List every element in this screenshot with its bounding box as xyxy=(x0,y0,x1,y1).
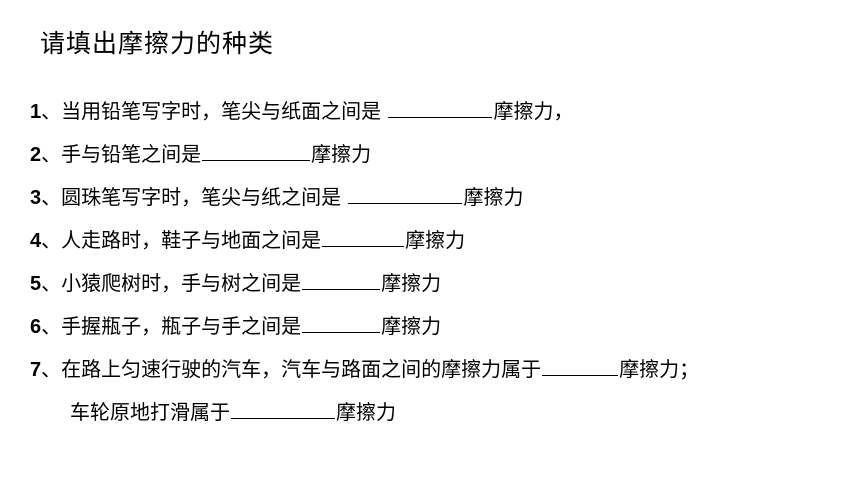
question-separator: 、 xyxy=(41,185,62,209)
question-1: 1、当用铅笔写字时，笔尖与纸面之间是 摩擦力， xyxy=(30,97,573,125)
question-number: 2 xyxy=(30,144,42,166)
question-suffix: 摩擦力 xyxy=(336,400,396,424)
question-separator: 、 xyxy=(41,271,62,295)
answer-blank[interactable] xyxy=(388,97,493,118)
question-suffix: 摩擦力 xyxy=(381,314,442,338)
question-number: 3 xyxy=(30,187,42,209)
answer-blank[interactable] xyxy=(231,398,335,419)
answer-blank[interactable] xyxy=(202,140,311,161)
question-5: 5、小猿爬树时，手与树之间是 摩擦力 xyxy=(30,269,441,297)
question-separator: 、 xyxy=(41,357,62,381)
question-7: 7、在路上匀速行驶的汽车，汽车与路面之间的摩擦力属于 摩擦力； xyxy=(30,355,699,383)
question-suffix: 摩擦力 xyxy=(463,185,524,209)
question-text: 小猿爬树时，手与树之间是 xyxy=(61,271,302,295)
question-separator: 、 xyxy=(41,99,62,123)
question-number: 4 xyxy=(30,230,42,252)
question-number: 6 xyxy=(30,316,42,338)
question-separator: 、 xyxy=(41,142,62,166)
question-2: 2、手与铅笔之间是 摩擦力 xyxy=(30,140,371,168)
question-text: 人走路时，鞋子与地面之间是 xyxy=(61,228,322,252)
question-7-continuation: 车轮原地打滑属于 摩擦力 xyxy=(70,398,396,426)
question-text: 圆珠笔写字时，笔尖与纸之间是 xyxy=(61,185,348,209)
answer-blank[interactable] xyxy=(322,226,405,247)
question-text: 在路上匀速行驶的汽车，汽车与路面之间的摩擦力属于 xyxy=(61,357,542,381)
question-number: 7 xyxy=(30,359,42,381)
question-6: 6、手握瓶子，瓶子与手之间是 摩擦力 xyxy=(30,312,441,340)
question-suffix: 摩擦力； xyxy=(619,357,700,381)
question-separator: 、 xyxy=(41,228,62,252)
question-suffix: 摩擦力， xyxy=(493,99,574,123)
answer-blank[interactable] xyxy=(542,355,619,376)
answer-blank[interactable] xyxy=(302,269,381,290)
question-separator: 、 xyxy=(41,314,62,338)
question-text: 手握瓶子，瓶子与手之间是 xyxy=(61,314,302,338)
question-text: 手与铅笔之间是 xyxy=(61,142,202,166)
question-3: 3、圆珠笔写字时，笔尖与纸之间是 摩擦力 xyxy=(30,183,523,211)
question-suffix: 摩擦力 xyxy=(405,228,466,252)
question-number: 5 xyxy=(30,273,42,295)
question-suffix: 摩擦力 xyxy=(311,142,372,166)
question-text: 当用铅笔写字时，笔尖与纸面之间是 xyxy=(61,99,388,123)
question-suffix: 摩擦力 xyxy=(381,271,442,295)
answer-blank[interactable] xyxy=(348,183,463,204)
question-text: 车轮原地打滑属于 xyxy=(70,400,230,424)
question-4: 4、人走路时，鞋子与地面之间是 摩擦力 xyxy=(30,226,465,254)
question-number: 1 xyxy=(30,101,42,123)
slide-title: 请填出摩擦力的种类 xyxy=(40,29,275,58)
answer-blank[interactable] xyxy=(302,312,381,333)
